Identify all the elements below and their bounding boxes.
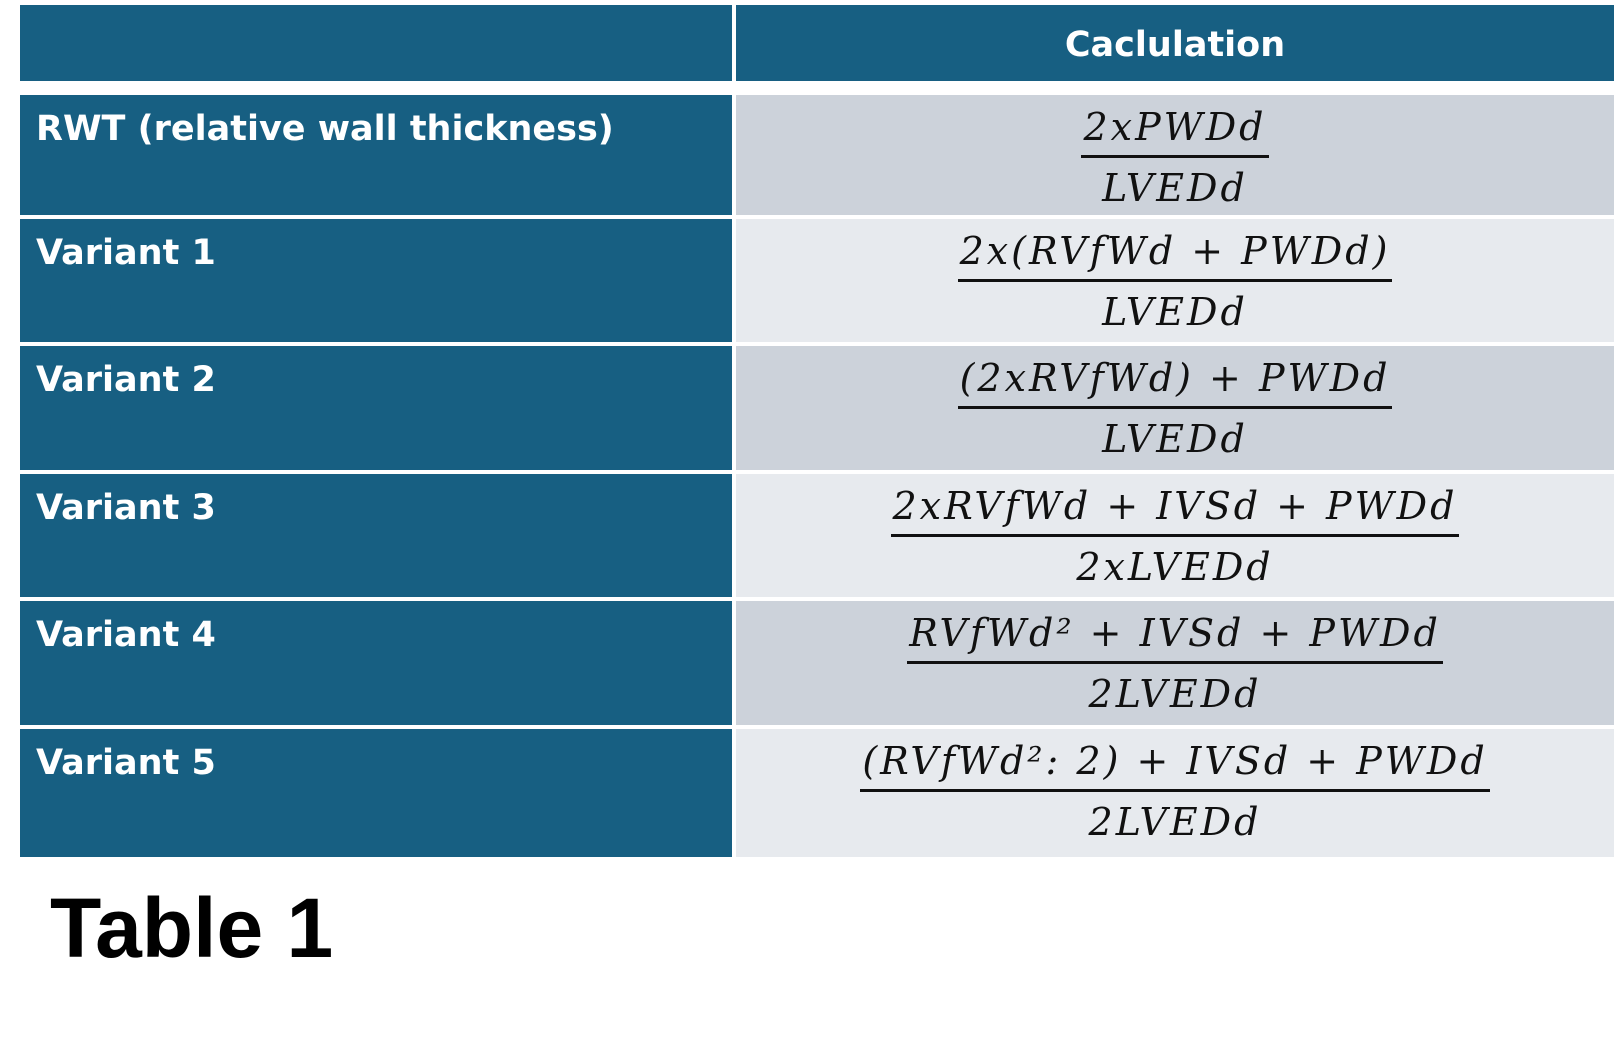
row-formula-cell: (2xRVfWd) + PWDd LVEDd xyxy=(736,346,1614,470)
table-header-row: Caclulation xyxy=(20,5,1614,81)
table-row: Variant 4 RVfWd² + IVSd + PWDd 2LVEDd xyxy=(20,601,1614,725)
formula-denominator: 2LVEDd xyxy=(1088,672,1262,716)
row-label-cell: RWT (relative wall thickness) xyxy=(20,95,732,215)
row-label-cell: Variant 4 xyxy=(20,601,732,725)
formula-numerator: (RVfWd²: 2) + IVSd + PWDd xyxy=(860,739,1490,792)
formula-fraction: 2x(RVfWd + PWDd) LVEDd xyxy=(736,229,1614,334)
row-formula-cell: (RVfWd²: 2) + IVSd + PWDd 2LVEDd xyxy=(736,729,1614,857)
formula-fraction: 2xRVfWd + IVSd + PWDd 2xLVEDd xyxy=(736,484,1614,589)
row-label-cell: Variant 5 xyxy=(20,729,732,857)
table-row: RWT (relative wall thickness) 2xPWDd LVE… xyxy=(20,95,1614,215)
table-row: Variant 1 2x(RVfWd + PWDd) LVEDd xyxy=(20,219,1614,342)
header-label-cell xyxy=(20,5,732,81)
header-formula-cell: Caclulation xyxy=(736,5,1614,81)
formula-denominator: LVEDd xyxy=(1102,417,1248,461)
row-formula-cell: RVfWd² + IVSd + PWDd 2LVEDd xyxy=(736,601,1614,725)
formula-numerator: RVfWd² + IVSd + PWDd xyxy=(907,611,1443,664)
row-label: Variant 2 xyxy=(36,360,216,400)
row-label-cell: Variant 1 xyxy=(20,219,732,342)
formula-numerator: 2xPWDd xyxy=(1081,105,1269,158)
row-label: Variant 3 xyxy=(36,488,216,528)
formula-fraction: (2xRVfWd) + PWDd LVEDd xyxy=(736,356,1614,461)
row-label-cell: Variant 2 xyxy=(20,346,732,470)
table-row: Variant 2 (2xRVfWd) + PWDd LVEDd xyxy=(20,346,1614,470)
table-row: Variant 5 (RVfWd²: 2) + IVSd + PWDd 2LVE… xyxy=(20,729,1614,857)
formula-fraction: 2xPWDd LVEDd xyxy=(736,105,1614,210)
formula-numerator: 2xRVfWd + IVSd + PWDd xyxy=(890,484,1460,537)
row-formula-cell: 2x(RVfWd + PWDd) LVEDd xyxy=(736,219,1614,342)
row-formula-cell: 2xRVfWd + IVSd + PWDd 2xLVEDd xyxy=(736,474,1614,597)
formula-numerator: (2xRVfWd) + PWDd xyxy=(957,356,1393,409)
formula-fraction: (RVfWd²: 2) + IVSd + PWDd 2LVEDd xyxy=(736,739,1614,844)
row-label: RWT (relative wall thickness) xyxy=(36,109,614,149)
formula-denominator: LVEDd xyxy=(1102,290,1248,334)
header-formula-text: Caclulation xyxy=(1064,25,1286,65)
table-row: Variant 3 2xRVfWd + IVSd + PWDd 2xLVEDd xyxy=(20,474,1614,597)
row-label: Variant 4 xyxy=(36,615,216,655)
formula-fraction: RVfWd² + IVSd + PWDd 2LVEDd xyxy=(736,611,1614,716)
row-label-cell: Variant 3 xyxy=(20,474,732,597)
row-formula-cell: 2xPWDd LVEDd xyxy=(736,95,1614,215)
table-caption: Table 1 xyxy=(50,881,334,975)
formula-denominator: 2xLVEDd xyxy=(1076,545,1274,589)
formula-numerator: 2x(RVfWd + PWDd) xyxy=(957,229,1393,282)
formula-denominator: LVEDd xyxy=(1102,166,1248,210)
row-label: Variant 1 xyxy=(36,233,216,273)
row-label: Variant 5 xyxy=(36,743,216,783)
formula-denominator: 2LVEDd xyxy=(1088,800,1262,844)
